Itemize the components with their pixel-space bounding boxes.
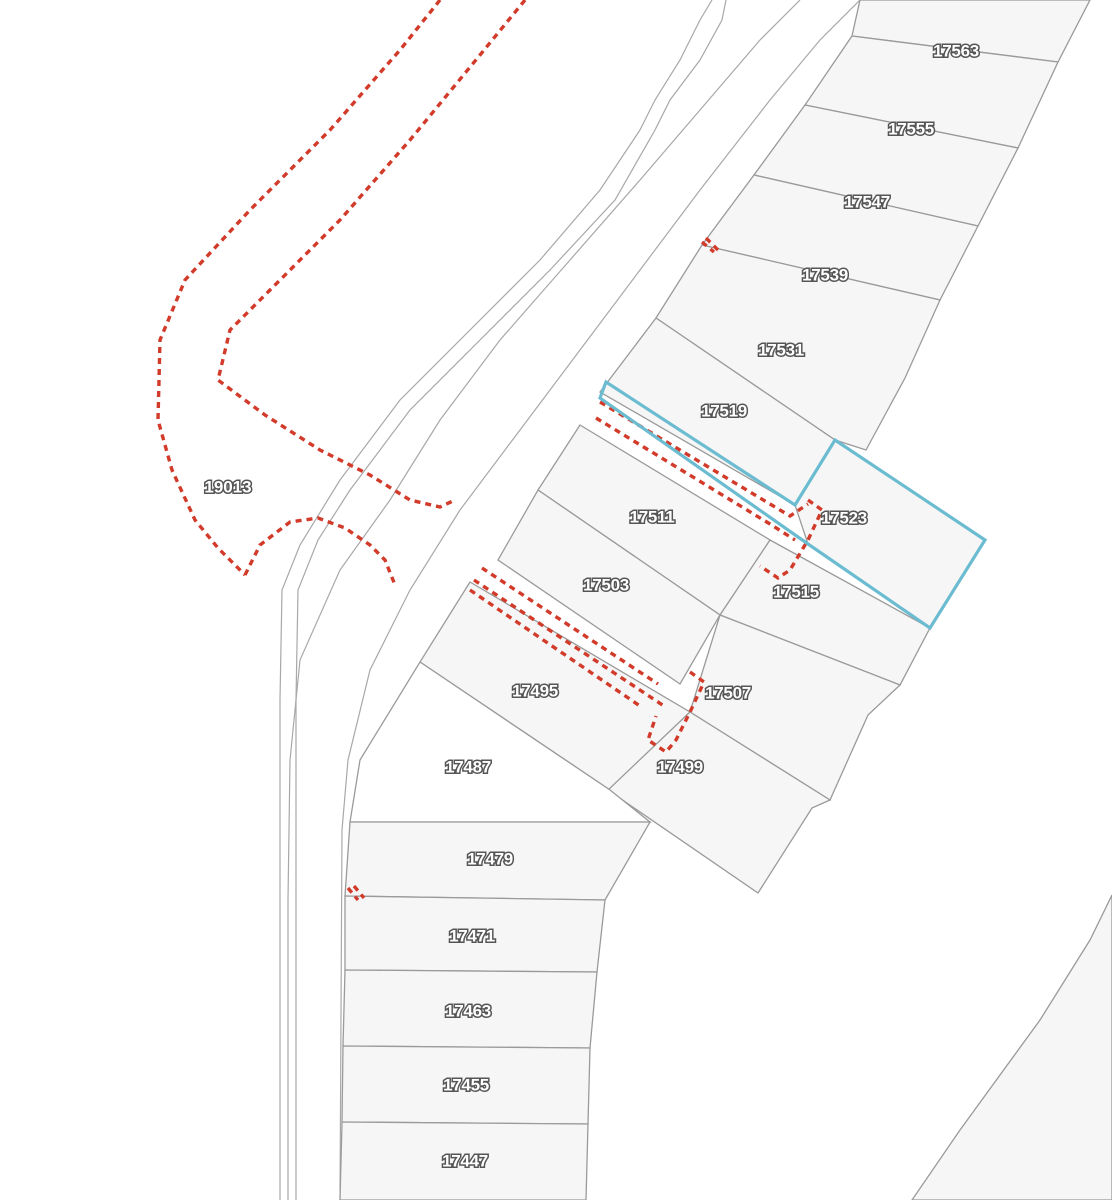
- label-19013: 19013: [204, 477, 251, 496]
- lot-17503[interactable]: [497, 489, 721, 685]
- easement-17479-mark: [346, 884, 366, 902]
- label-17447: 17447: [442, 1151, 488, 1170]
- easement-19013-outer: [156, 0, 442, 577]
- easement-17519-b: [595, 416, 796, 542]
- road-edge-west-2: [295, 0, 727, 1200]
- label-17555: 17555: [888, 119, 934, 138]
- easement-17523-corner: [759, 498, 825, 581]
- label-17471: 17471: [449, 926, 495, 945]
- label-17547: 17547: [844, 192, 890, 211]
- label-17499: 17499: [657, 757, 703, 776]
- label-17507: 17507: [705, 683, 751, 702]
- lot-17499[interactable]: [606, 711, 832, 894]
- road-lines: [279, 0, 861, 1200]
- highlighted-parcel[interactable]: [598, 379, 988, 631]
- lots: [339, 0, 1112, 1200]
- label-17495: 17495: [512, 681, 558, 700]
- easement-19013-arc: [243, 516, 397, 586]
- easement-17495-a: [469, 588, 641, 708]
- label-17503: 17503: [583, 575, 629, 594]
- lot-east-large[interactable]: [911, 894, 1112, 1200]
- easements: [156, 0, 825, 902]
- road-edge-west-1: [279, 0, 713, 1200]
- easement-17503-a: [481, 566, 659, 686]
- lot-labels: 17563 17555 17547 17539 17531 17519 1752…: [203, 40, 981, 1172]
- label-17487: 17487: [445, 757, 491, 776]
- label-17515: 17515: [773, 582, 819, 601]
- lot-17507[interactable]: [689, 614, 902, 801]
- easement-17519-a: [599, 400, 809, 519]
- label-17539: 17539: [802, 265, 848, 284]
- label-17455: 17455: [443, 1075, 489, 1094]
- label-17519: 17519: [701, 401, 747, 420]
- label-17523: 17523: [821, 508, 867, 527]
- label-17463: 17463: [445, 1001, 491, 1020]
- easement-19013-inner: [216, 0, 527, 509]
- label-17563: 17563: [933, 41, 979, 60]
- easement-17539-mark: [700, 236, 720, 254]
- easement-17507-corner: [645, 670, 707, 755]
- easement-17503-b: [473, 578, 665, 708]
- label-17511: 17511: [630, 507, 675, 526]
- road-edge-east: [287, 0, 801, 1200]
- road-edge-east-2: [339, 0, 861, 1200]
- label-17479: 17479: [467, 849, 513, 868]
- label-17531: 17531: [758, 340, 804, 359]
- lot-17447[interactable]: [339, 1121, 589, 1200]
